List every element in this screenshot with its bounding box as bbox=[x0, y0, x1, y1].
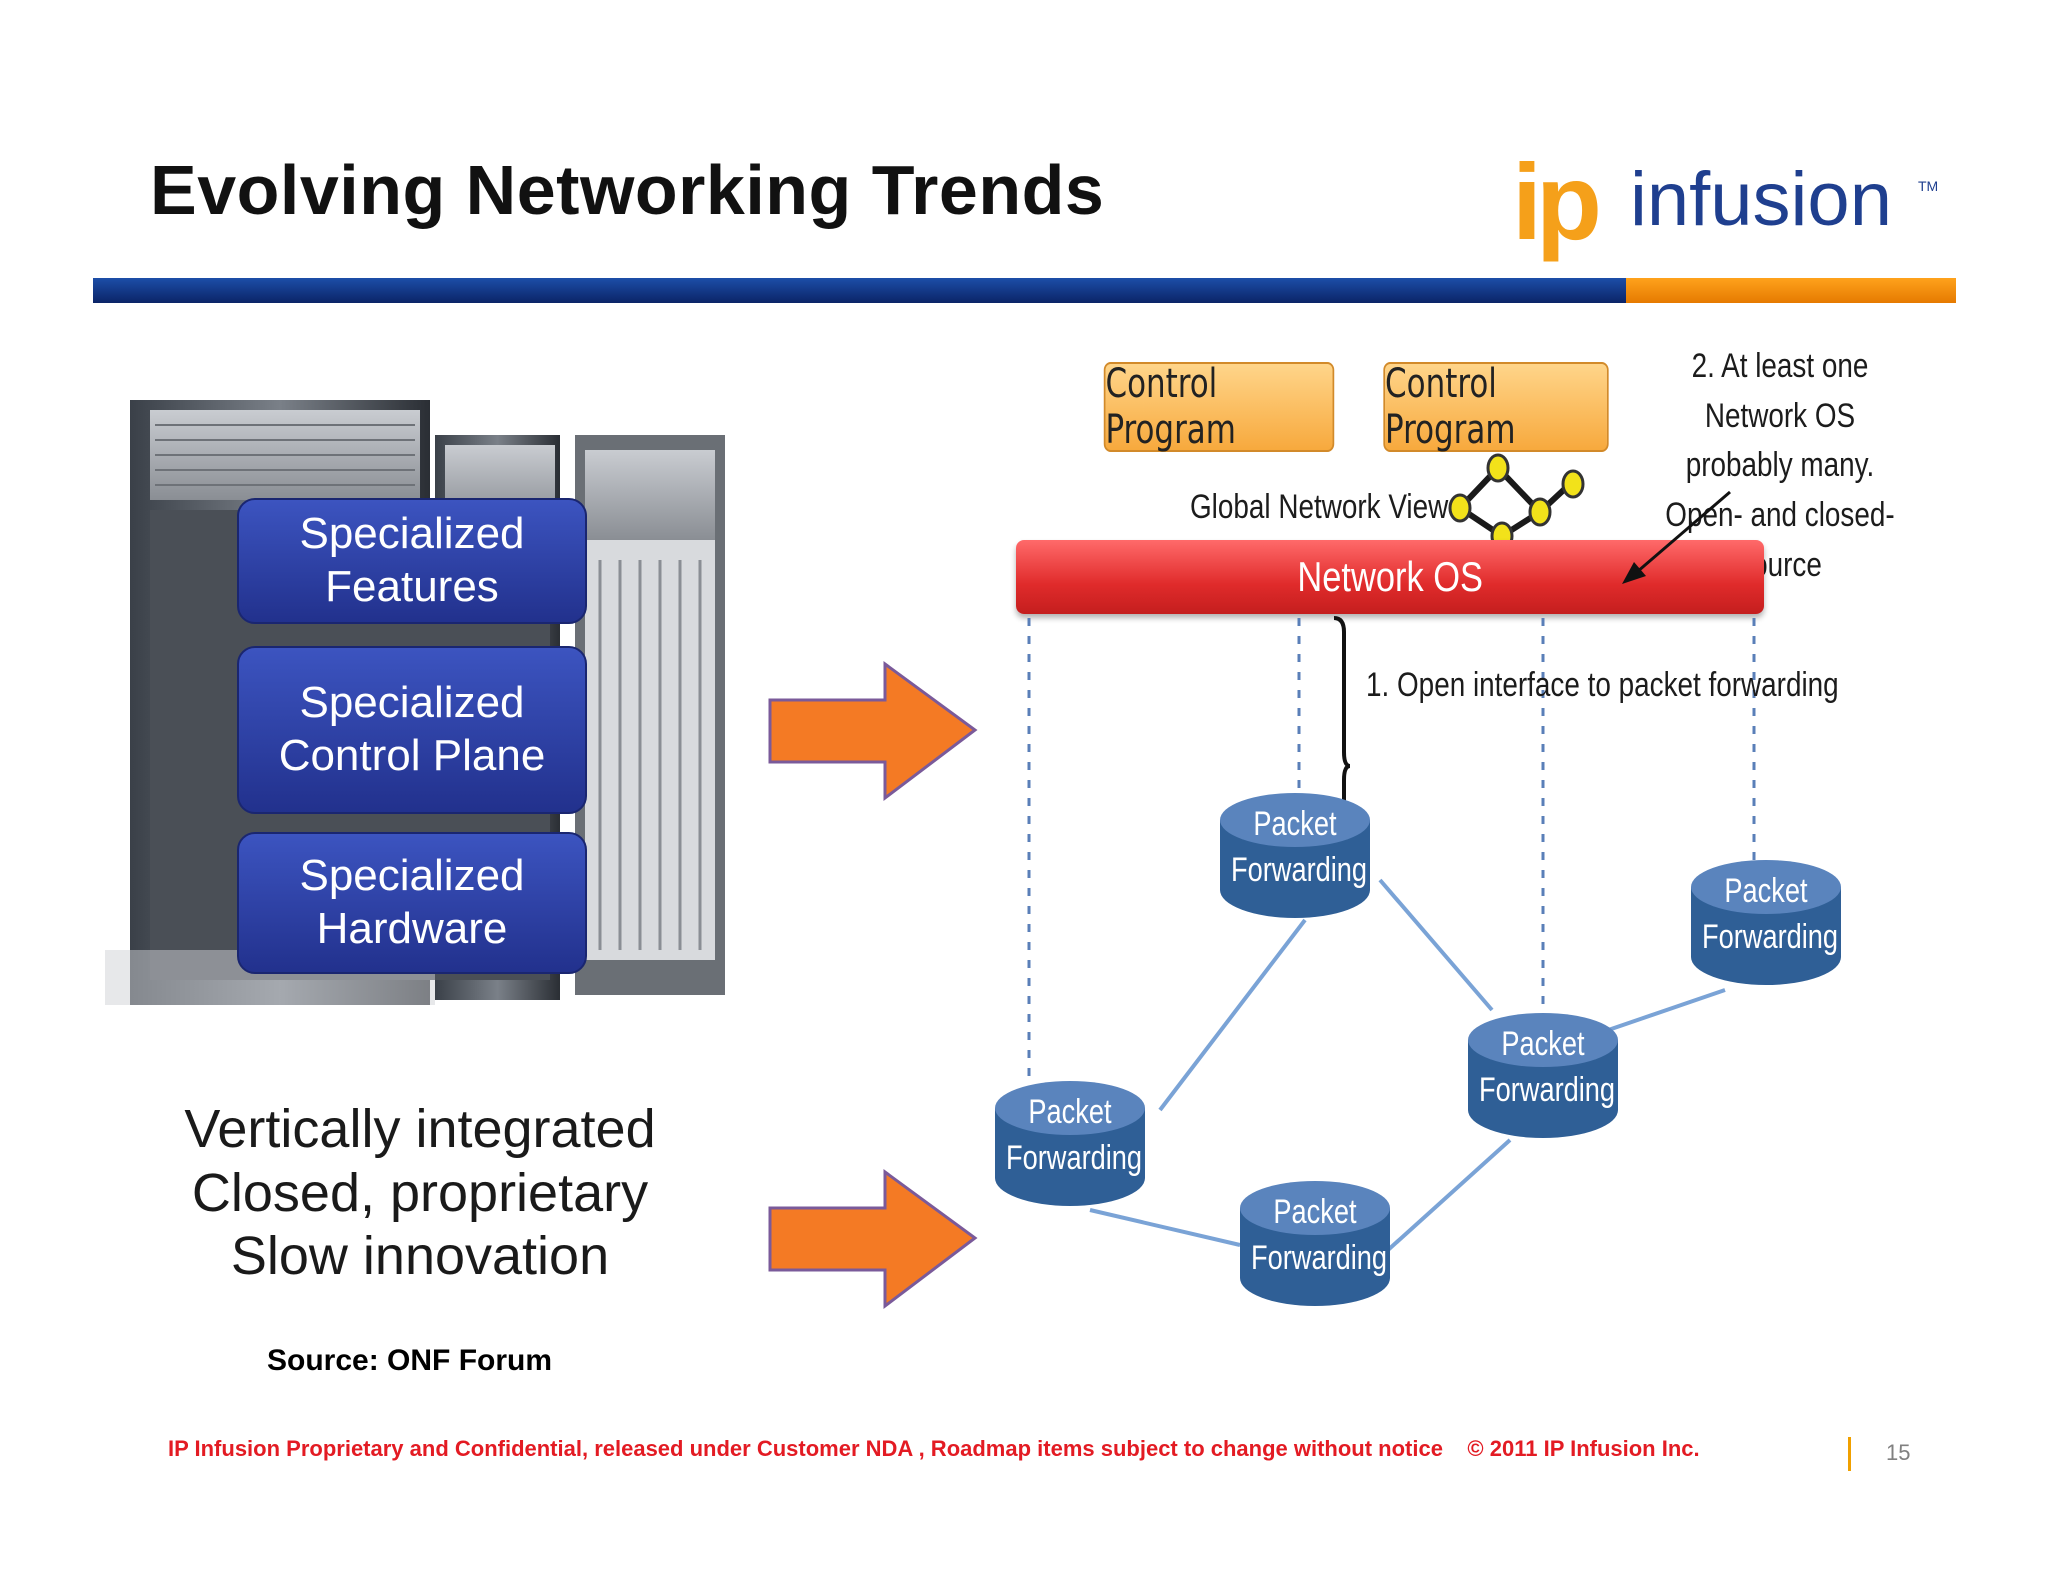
global-network-view-label: Global Network View bbox=[1190, 488, 1449, 526]
logo-ip: ip bbox=[1512, 141, 1602, 262]
packet-forwarding-line2: Forwarding bbox=[1006, 1138, 1143, 1177]
note-2-line-2: probably many. bbox=[1685, 446, 1875, 485]
packet-forwarding-label: Packet Forwarding bbox=[1686, 869, 1846, 961]
ip-infusion-logo: ip infusion TM bbox=[1512, 148, 1938, 258]
footer-confidentiality: IP Infusion Proprietary and Confidential… bbox=[168, 1436, 1700, 1461]
packet-forwarding-node bbox=[1240, 1181, 1390, 1306]
note-2-line-1: 2. At least one Network OS bbox=[1691, 347, 1869, 435]
logo-tm: TM bbox=[1918, 178, 1939, 194]
specialized-control-plane-box: Specialized Control Plane bbox=[237, 646, 587, 814]
arrow-right-icon bbox=[768, 1169, 978, 1310]
logo-infusion: infusion bbox=[1630, 157, 1892, 242]
source-note: Source: ONF Forum bbox=[267, 1344, 553, 1377]
specialized-hardware-box: Specialized Hardware bbox=[237, 832, 587, 974]
page-title: Evolving Networking Trends bbox=[150, 151, 1105, 229]
packet-forwarding-line1: Packet bbox=[1028, 1093, 1112, 1131]
packet-forwarding-node bbox=[1220, 793, 1370, 918]
packet-forwarding-node bbox=[1468, 1013, 1618, 1138]
packet-forwarding-label: Packet Forwarding bbox=[1215, 802, 1375, 894]
network-os-label: Network OS bbox=[1297, 553, 1483, 600]
packet-forwarding-line2: Forwarding bbox=[1231, 850, 1368, 889]
tagline-line-1: Vertically integrated bbox=[184, 1099, 656, 1159]
packet-forwarding-line2: Forwarding bbox=[1251, 1238, 1388, 1277]
packet-forwarding-line1: Packet bbox=[1253, 805, 1337, 843]
page-number: 15 bbox=[1886, 1440, 1911, 1465]
tagline: Vertically integrated Closed, proprietar… bbox=[120, 1098, 720, 1289]
packet-forwarding-label: Packet Forwarding bbox=[1235, 1190, 1395, 1282]
tagline-line-3: Slow innovation bbox=[230, 1226, 610, 1287]
packet-forwarding-line2: Forwarding bbox=[1479, 1070, 1616, 1109]
packet-forwarding-label: Packet Forwarding bbox=[990, 1090, 1150, 1182]
header-divider-blue bbox=[93, 278, 1626, 303]
arrow-right-icon bbox=[768, 661, 978, 802]
packet-forwarding-line1: Packet bbox=[1273, 1193, 1357, 1231]
page-number-divider bbox=[1848, 1437, 1851, 1471]
packet-forwarding-label: Packet Forwarding bbox=[1463, 1022, 1623, 1114]
packet-forwarding-line1: Packet bbox=[1501, 1025, 1585, 1063]
specialized-features-box: Specialized Features bbox=[237, 498, 587, 624]
header-divider-orange bbox=[1626, 278, 1956, 303]
packet-forwarding-node bbox=[1691, 860, 1841, 985]
packet-forwarding-line2: Forwarding bbox=[1702, 917, 1839, 956]
packet-forwarding-node bbox=[995, 1081, 1145, 1206]
control-program-box: Control Program bbox=[1103, 361, 1335, 453]
packet-forwarding-line1: Packet bbox=[1724, 872, 1808, 910]
open-interface-label: 1. Open interface to packet forwarding bbox=[1366, 666, 1839, 704]
control-program-box: Control Program bbox=[1383, 361, 1609, 453]
tagline-line-2: Closed, proprietary bbox=[191, 1162, 649, 1223]
